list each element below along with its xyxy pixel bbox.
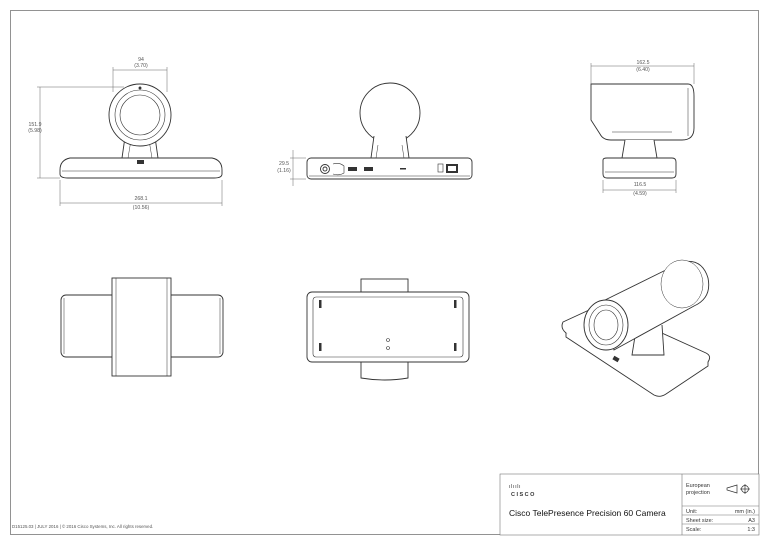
unit-value: mm (in.) — [735, 509, 755, 515]
sheet-border — [10, 10, 759, 535]
product-title: Cisco TelePresence Precision 60 Camera — [509, 508, 666, 518]
sheet-size-label: Sheet size: — [686, 518, 714, 524]
side-base-depth-mm: 116.5 — [634, 182, 647, 188]
top-view — [60, 277, 224, 377]
side-base-depth-in: (4.59) — [633, 191, 647, 197]
front-view — [59, 83, 223, 179]
side-view — [590, 83, 695, 179]
projection-symbol-icon — [726, 484, 750, 494]
front-height-in: (5.98) — [28, 128, 42, 134]
bottom-view — [306, 278, 470, 381]
side-top-depth-mm: 162.5 — [637, 60, 650, 66]
side-top-depth-in: (6.40) — [636, 67, 650, 73]
unit-label: Unit: — [686, 509, 698, 515]
footer-copyright: D15125.03 | JULY 2016 | © 2016 Cisco Sys… — [12, 524, 154, 529]
front-lens-width-mm: 94 — [138, 57, 144, 63]
front-lens-width-in: (3.70) — [134, 63, 148, 69]
title-block — [499, 473, 760, 536]
projection-label-line2: projection — [686, 490, 710, 496]
scale-label: Scale: — [686, 527, 702, 533]
front-width-in: (10.56) — [133, 205, 150, 211]
front-height-mm: 151.9 — [29, 122, 42, 128]
front-width-mm: 268.1 — [135, 196, 148, 202]
rear-base-height-mm: 29.5 — [279, 161, 289, 167]
cisco-logo-bars: ılıılı — [509, 484, 521, 490]
rear-view — [306, 82, 473, 180]
scale-value: 1:3 — [747, 527, 755, 533]
sheet-size-value: A3 — [748, 518, 755, 524]
rear-base-height-in: (1.16) — [277, 168, 291, 174]
rear-view-dimensions — [290, 150, 306, 186]
front-view-dimensions — [37, 67, 223, 206]
side-view-dimensions — [590, 63, 695, 193]
isometric-view — [561, 259, 711, 397]
projection-label-line1: European — [686, 483, 710, 489]
cisco-logo-wordmark: CISCO — [511, 492, 536, 498]
